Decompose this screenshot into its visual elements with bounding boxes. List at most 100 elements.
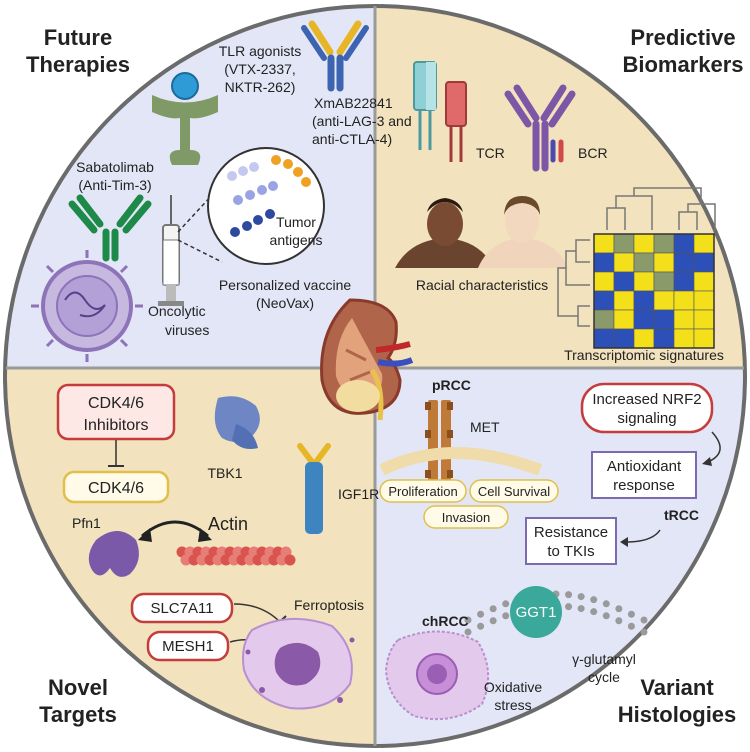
xmab-label-3: anti-CTLA-4) xyxy=(312,131,392,147)
heatmap-cell xyxy=(633,309,655,330)
resistance-label-2: to TKIs xyxy=(547,543,594,560)
heatmap-cell xyxy=(613,233,635,254)
chromophobe-cell-icon xyxy=(384,630,490,721)
anti-tim3-antibody-icon xyxy=(68,194,152,262)
nrf2-arrow xyxy=(707,431,721,463)
slc7a11-inhibition-arrow xyxy=(233,603,281,623)
invasion-label: Invasion xyxy=(442,510,490,525)
heatmap-cell xyxy=(653,290,675,311)
heatmap-cell xyxy=(613,328,635,349)
met-receptor-icon xyxy=(425,400,453,496)
sabatolimab-label-1: Sabatolimab xyxy=(76,159,154,175)
antioxidant-arrowhead xyxy=(620,537,628,547)
lipid-head xyxy=(477,622,485,630)
lipid-head xyxy=(615,617,623,625)
heatmap-cell xyxy=(673,328,695,349)
lipid-head xyxy=(464,628,472,636)
predictive-biomarkers-title-line1: Predictive xyxy=(630,25,735,50)
nrf2-arrowhead xyxy=(702,457,712,466)
tlr-agonists-label-1: TLR agonists xyxy=(219,43,301,59)
lipid-head xyxy=(640,628,648,636)
resistance-label-1: Resistance xyxy=(534,524,608,541)
transcriptomic-signatures-label: Transcriptomic signatures xyxy=(564,347,724,363)
lipid-head xyxy=(477,610,485,618)
antioxidant-box xyxy=(591,451,697,499)
oxidative-label-2: stress xyxy=(494,697,531,713)
oncolytic-label-2: viruses xyxy=(165,322,209,338)
lipid-head xyxy=(565,603,573,611)
vaccine-label-1: Personalized vaccine xyxy=(219,277,352,293)
ferroptotic-cell-icon xyxy=(242,617,355,710)
lipid-head xyxy=(602,600,610,608)
heatmap-cell xyxy=(593,252,615,273)
chrcc-label: chRCC xyxy=(422,613,469,629)
actin-filament-icon xyxy=(176,546,296,566)
vaccine-label-2: (NeoVax) xyxy=(256,295,314,311)
bcr-label: BCR xyxy=(578,145,608,161)
syringe-icon xyxy=(158,195,184,306)
heatmap-cell xyxy=(593,233,615,254)
heatmap-cell xyxy=(653,271,675,292)
heatmap-cell xyxy=(673,252,695,273)
proliferation-pill xyxy=(379,479,467,503)
cdk-inhibitors-label-2: Inhibitors xyxy=(84,417,149,434)
lipid-head xyxy=(577,605,585,613)
heatmap-cell xyxy=(593,290,615,311)
pfn1-protein-icon xyxy=(88,531,139,577)
dendrogram-top-icon xyxy=(606,187,716,230)
heatmap-cell xyxy=(693,290,715,311)
actin-bead xyxy=(284,554,296,566)
xmab-label-2: (anti-LAG-3 and xyxy=(312,113,412,129)
antioxidant-arrow xyxy=(625,529,661,543)
novel-targets-title-line1: Novel xyxy=(48,675,108,700)
heatmap-cell xyxy=(653,252,675,273)
actin-label: Actin xyxy=(208,514,248,534)
tlr-receptor-icon xyxy=(152,72,218,165)
heatmap-cell xyxy=(693,233,715,254)
zoom-line-lower xyxy=(177,239,223,263)
heatmap-cell xyxy=(653,233,675,254)
nrf2-label-2: signaling xyxy=(617,410,676,427)
heatmap-cell xyxy=(673,290,695,311)
heatmap-cell xyxy=(653,328,675,349)
nrf2-label-1: Increased NRF2 xyxy=(592,391,701,408)
slc7a11-label: SLC7A11 xyxy=(150,600,213,617)
cdk-inhibitors-box xyxy=(56,383,176,441)
binding-arrowhead-right xyxy=(198,528,212,542)
heatmap-cell xyxy=(653,309,675,330)
lipid-head xyxy=(590,596,598,604)
cdk-inhibitors-label-1: CDK4/6 xyxy=(88,395,144,412)
transcriptomic-heatmap xyxy=(593,233,715,349)
xmab-label-1: XmAB22841 xyxy=(314,95,393,111)
dendrogram-side-icon xyxy=(557,239,590,327)
heatmap-cell xyxy=(693,328,715,349)
heatmap-cell xyxy=(673,309,695,330)
person-dark-icon xyxy=(395,198,494,268)
tbk1-label: TBK1 xyxy=(207,465,242,481)
bcr-antibody-icon xyxy=(504,84,576,172)
pfn1-label: Pfn1 xyxy=(72,515,101,531)
antioxidant-label-1: Antioxidant xyxy=(607,458,682,475)
person-light-icon xyxy=(478,196,568,268)
resistance-box xyxy=(525,517,617,565)
novel-targets-title-line2: Targets xyxy=(39,702,117,727)
heatmap-cell xyxy=(613,309,635,330)
lipid-head xyxy=(464,616,472,624)
variant-histologies-title-line2: Histologies xyxy=(618,702,737,727)
lipid-head xyxy=(502,600,510,608)
predictive-biomarkers-title-line2: Biomarkers xyxy=(622,52,743,77)
heatmap-cell xyxy=(633,328,655,349)
ggt1-label: GGT1 xyxy=(516,604,557,621)
heatmap-cell xyxy=(593,309,615,330)
lipid-head xyxy=(615,605,623,613)
cell-survival-pill xyxy=(469,479,559,503)
cell-membrane xyxy=(379,447,543,476)
prcc-label: pRCC xyxy=(432,377,471,393)
heatmap-cell xyxy=(593,328,615,349)
oxidative-label-1: Oxidative xyxy=(484,679,543,695)
invasion-pill xyxy=(423,505,509,529)
heatmap-cell xyxy=(633,252,655,273)
tumor-antigens-label-2: antigens xyxy=(270,232,323,248)
oncolytic-label-1: Oncolytic xyxy=(148,303,206,319)
